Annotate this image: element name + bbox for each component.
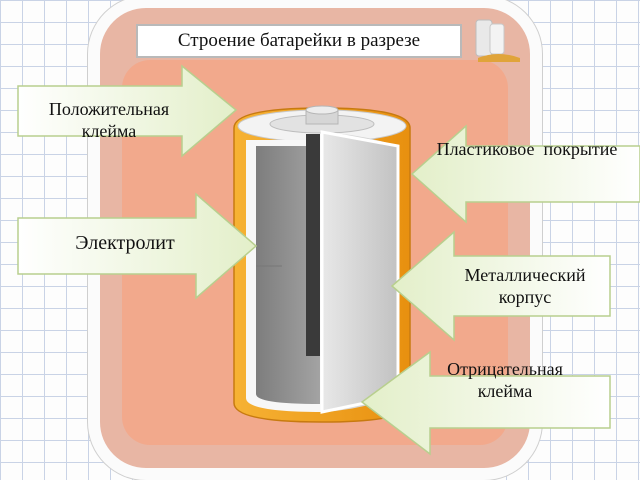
arrow-left-icon bbox=[360, 350, 611, 456]
label-negative-terminal: Отрицательная клейма bbox=[447, 359, 563, 401]
arrow-left-icon bbox=[390, 230, 611, 342]
tab-folder-icon bbox=[475, 19, 520, 62]
label-positive-terminal: Положительная клейма bbox=[48, 99, 170, 141]
arrow-right-icon bbox=[17, 64, 238, 158]
arrow-right-icon bbox=[17, 192, 258, 300]
label-electrolyte: Электролит bbox=[75, 232, 175, 254]
label-metal-case: Металлический корпус bbox=[464, 265, 586, 307]
arrow-left-icon bbox=[410, 124, 640, 224]
battery-cutaway bbox=[233, 105, 411, 423]
label-plastic-coating: Пластиковое покрытие bbox=[436, 139, 618, 159]
page-title: Строение батарейки в разрезе bbox=[136, 24, 462, 58]
